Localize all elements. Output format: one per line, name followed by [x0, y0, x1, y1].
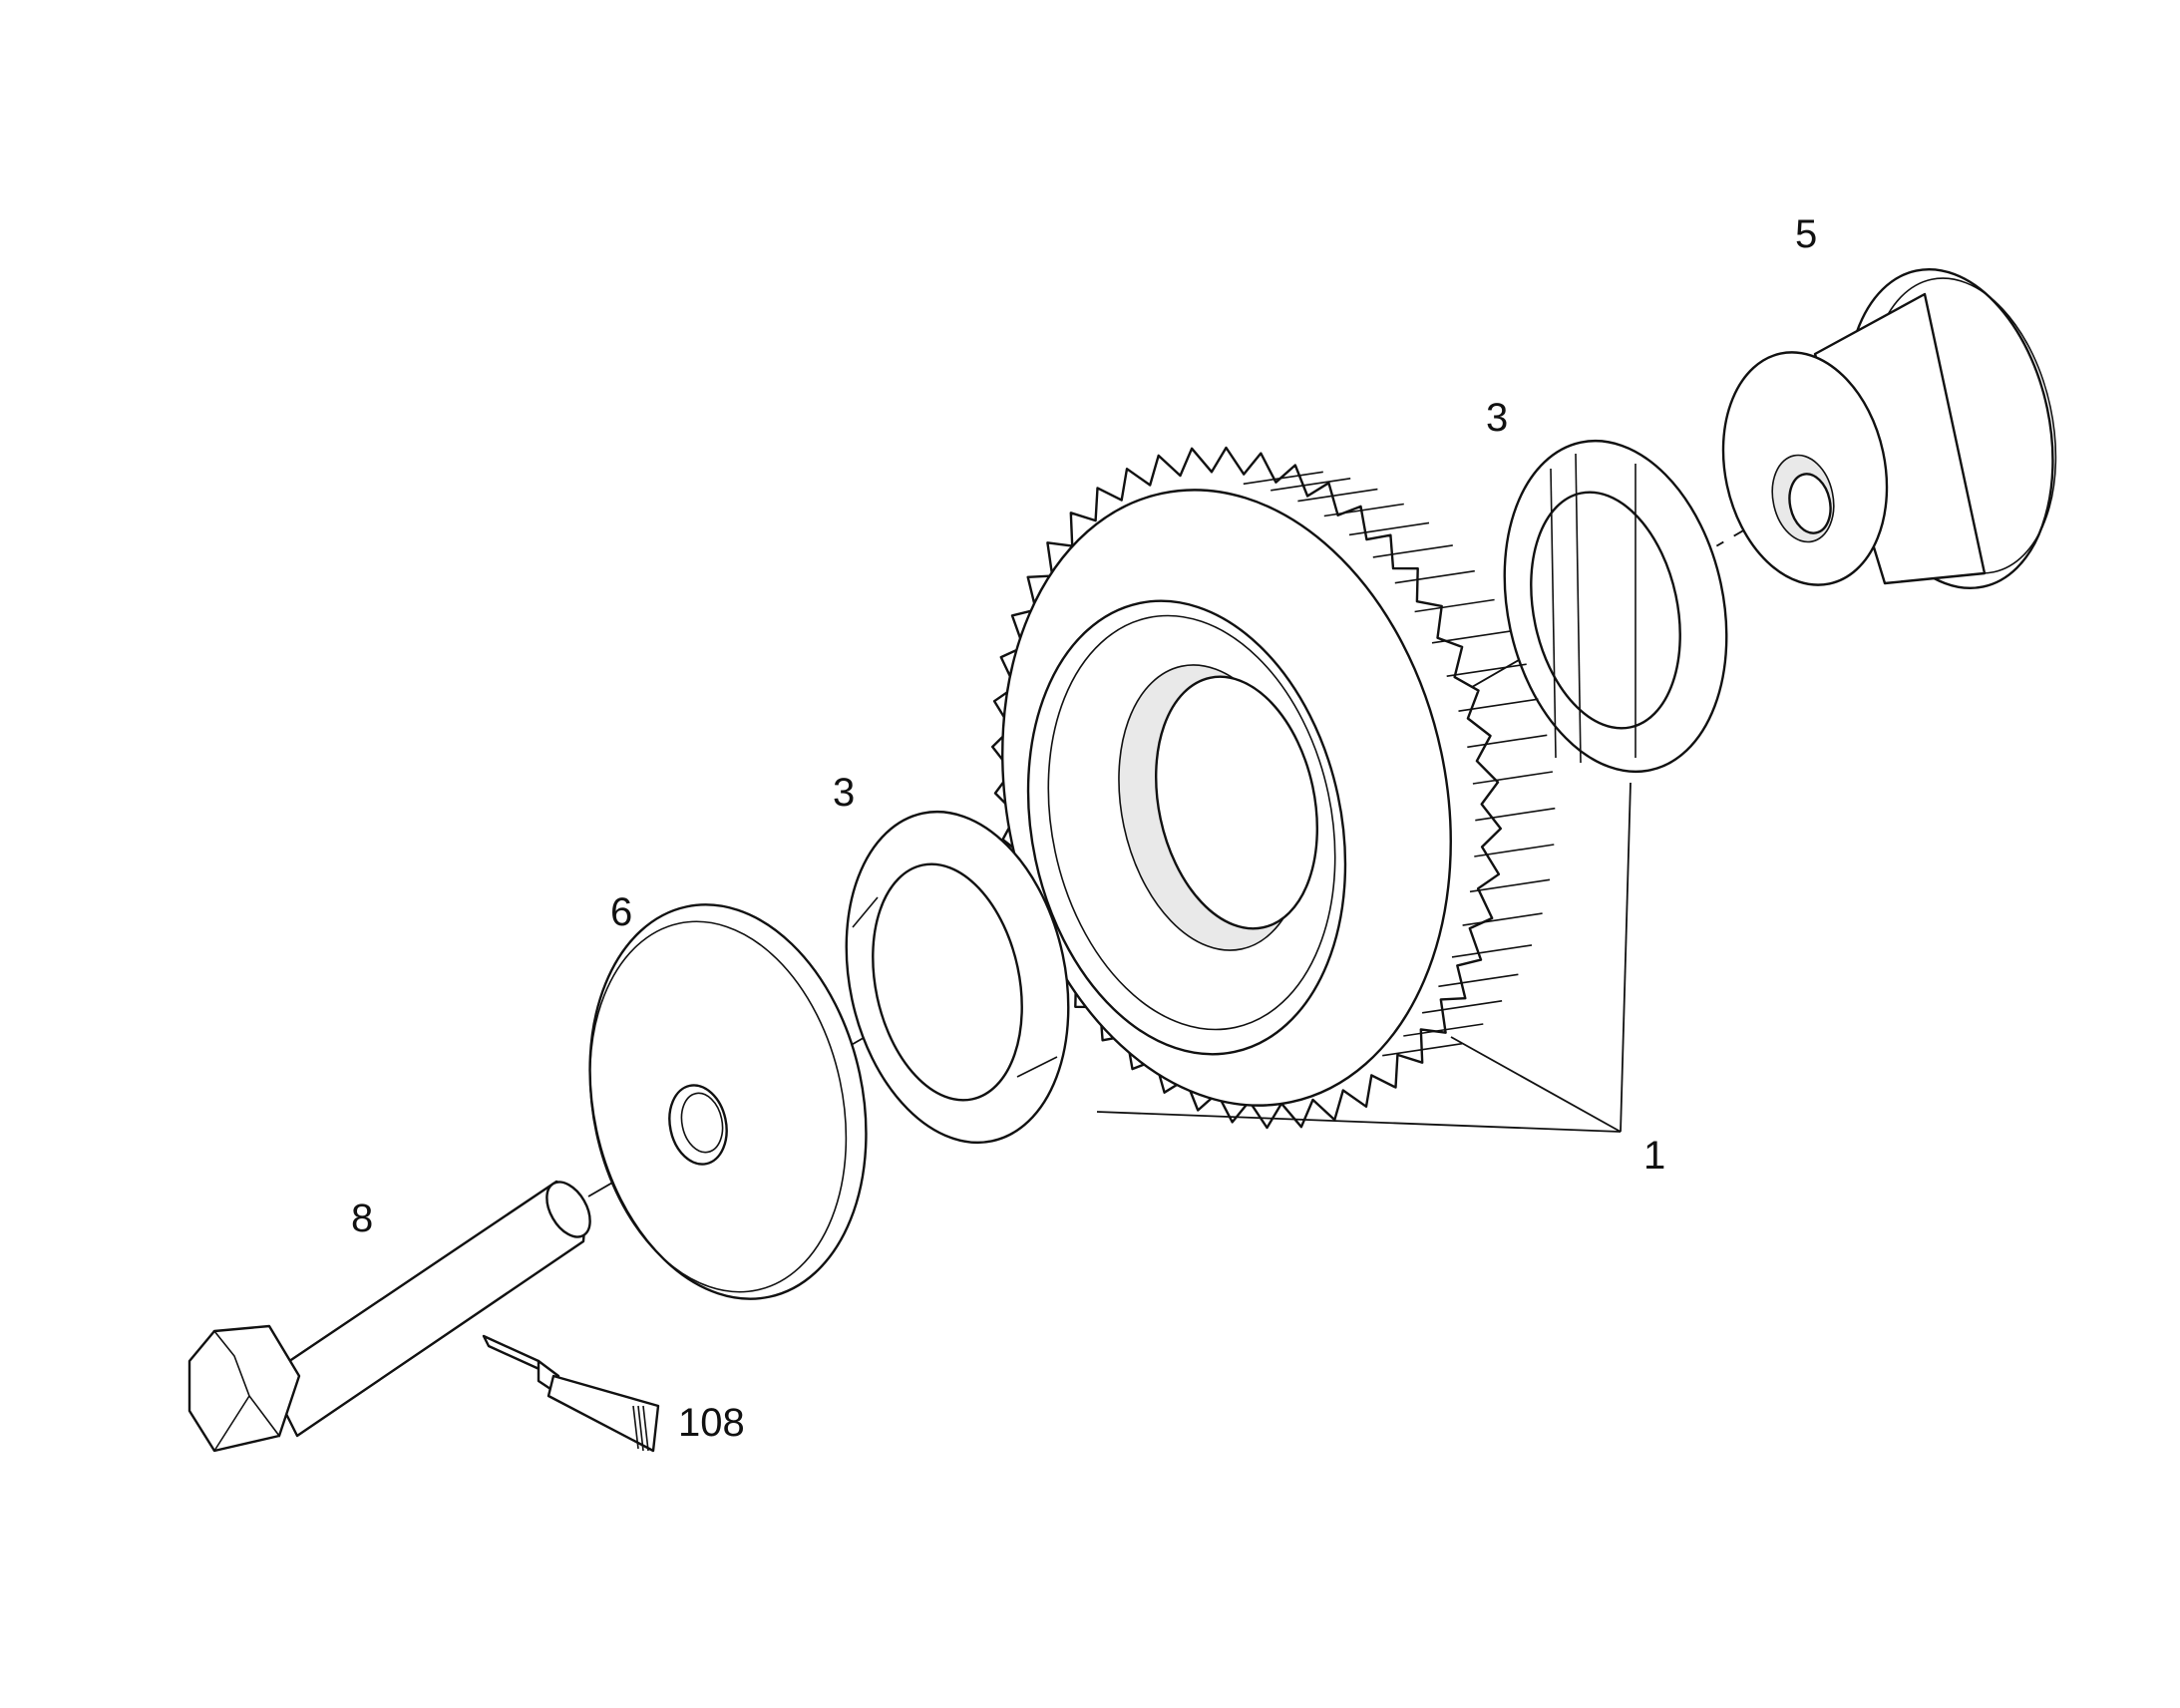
- gear-tooth-band: [1372, 544, 1453, 558]
- gear-tooth-band: [1421, 1000, 1503, 1014]
- gear-tooth-band: [1348, 521, 1430, 536]
- leader-lines: [1096, 782, 1632, 1133]
- gear-tooth-band: [1414, 598, 1495, 613]
- washer-part: [588, 903, 868, 1300]
- gear-tooth-band: [1438, 973, 1519, 988]
- gear-tooth-band: [1451, 944, 1533, 958]
- hex-bolt: [187, 1180, 591, 1453]
- hub-part: [1721, 267, 2057, 590]
- thrust-washer-front: [845, 810, 1070, 1145]
- gear-tooth-band: [1403, 1023, 1484, 1037]
- gear-tooth-band: [1462, 912, 1543, 926]
- callout-hub: 5: [1795, 212, 1817, 256]
- callout-sealant: 108: [678, 1401, 745, 1445]
- gear-tooth-band: [1472, 771, 1554, 785]
- gear-tooth-band: [1475, 807, 1556, 822]
- gear-tooth-band: [1467, 734, 1548, 749]
- gear-tooth-band: [1271, 478, 1351, 492]
- callout-thrust-washer-rear: 3: [1486, 396, 1508, 440]
- gear-tooth-band: [1474, 844, 1555, 857]
- gear-tooth-band: [1243, 471, 1323, 486]
- callout-gear-assembly: 1: [1643, 1134, 1665, 1178]
- gear-tooth-band: [1394, 569, 1475, 584]
- gear-tooth-band: [1446, 663, 1527, 677]
- callout-thrust-washer-front: 3: [833, 771, 855, 815]
- callout-bolt: 8: [351, 1196, 373, 1240]
- gear-tooth-band: [1382, 1042, 1463, 1057]
- sealant-tube: [482, 1334, 660, 1453]
- helical-gear: [991, 446, 1556, 1130]
- gear-tooth-band: [1323, 503, 1404, 517]
- gear-tooth-band: [1469, 878, 1551, 893]
- callout-washer: 6: [610, 890, 632, 934]
- gear-tooth-band: [1458, 698, 1539, 712]
- gear-tooth-band: [1297, 488, 1378, 503]
- gear-tooth-band: [1431, 630, 1513, 644]
- thrust-washer-rear: [1503, 439, 1728, 774]
